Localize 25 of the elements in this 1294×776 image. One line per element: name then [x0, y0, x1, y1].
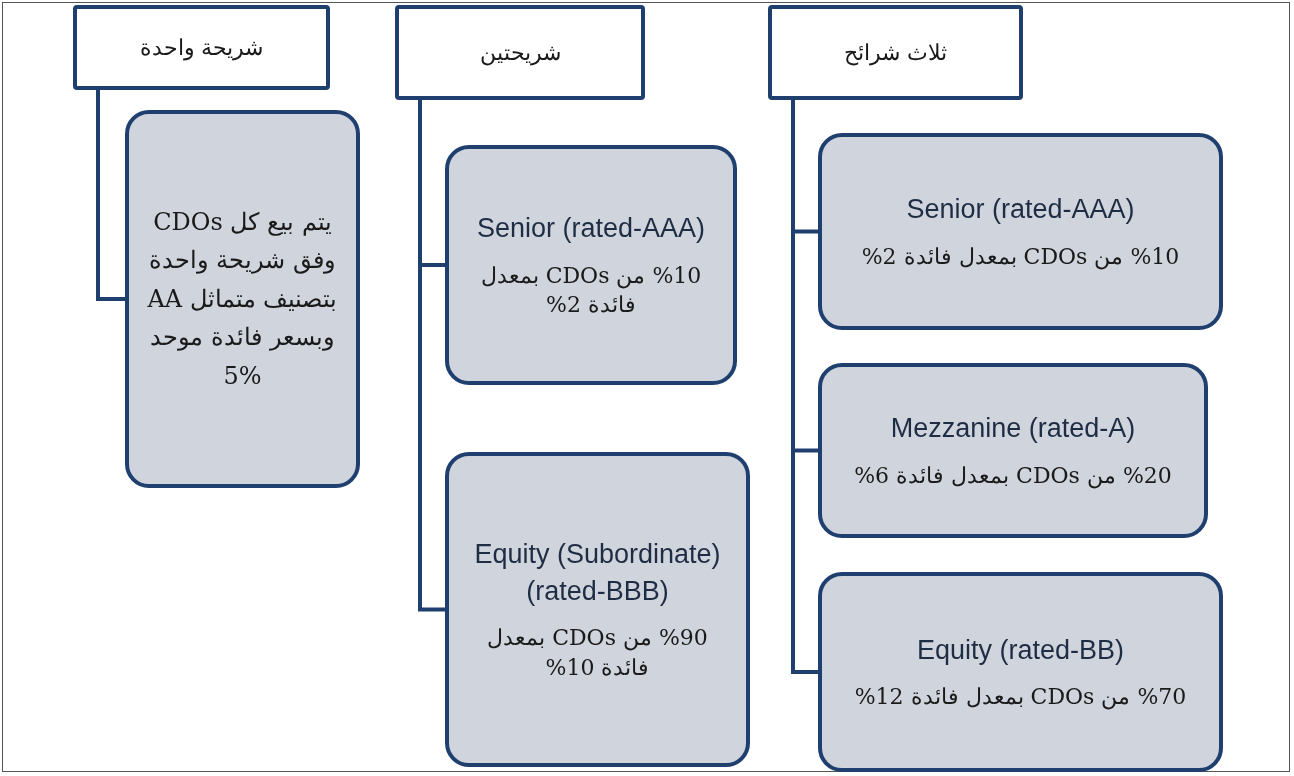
connector-line [96, 90, 125, 301]
tranche-description: %70 من CDOs بمعدل فائدة 12% [854, 683, 1187, 712]
tranche-box [818, 572, 1223, 772]
tranche-description: %10 من CDOs بمعدل فائدة 2% [861, 242, 1180, 272]
tranche-box [818, 363, 1208, 538]
tranche-box [125, 110, 360, 488]
tranche-box [445, 452, 750, 767]
tranche-title: ثلاث شرائح [844, 38, 947, 68]
tranche-title: شريحتين [479, 38, 561, 68]
tranche-title: شريحة واحدة [139, 33, 264, 63]
tranche-box [445, 145, 737, 385]
tranche-rating: Senior (rated-AAA) [476, 212, 706, 246]
tranche-rating: Equity (rated-BB) [916, 633, 1125, 667]
tranche-description: %90 من CDOs بمعدل فائدة 10% [486, 624, 709, 682]
tranche-description: %10 من CDOs بمعدل فائدة 2% [479, 261, 703, 320]
tranche-description: يتم بيع كل CDOs وفق شريحة واحدة بتصنيف متماثل AA وبسعر فائدة موحد %5 [146, 207, 339, 392]
connector-line [418, 100, 445, 612]
tranche-description: %20 من CDOs بمعدل فائدة 6% [854, 461, 1172, 491]
header-box [73, 5, 330, 90]
tranche-rating: Senior (rated-AAA) [906, 193, 1135, 227]
header-box [395, 5, 645, 100]
header-box [768, 5, 1023, 100]
tranche-rating: Equity (Subordinate) (rated-BBB) [473, 538, 722, 608]
tranche-rating: Mezzanine (rated-A) [890, 412, 1136, 446]
tranche-box [818, 133, 1223, 330]
